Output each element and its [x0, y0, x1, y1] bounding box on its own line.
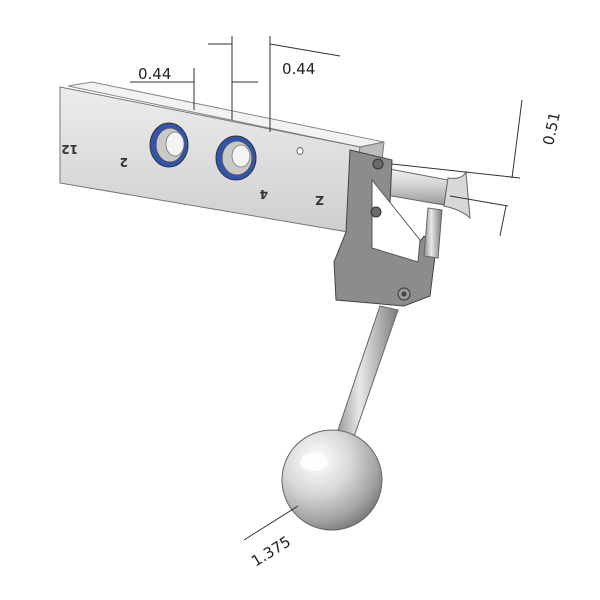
dimension-label-left-spacing: 0.44: [138, 65, 171, 83]
stamp-z: Z: [315, 193, 324, 207]
dimension-label-right-spacing: 0.44: [282, 60, 315, 78]
dimension-ball-diameter: [243, 505, 299, 541]
guide-pin: [423, 207, 443, 259]
dimension-height: [391, 99, 523, 237]
dimension-right-spacing: [208, 36, 341, 132]
dimension-label-ball-diameter: 1.375: [248, 532, 294, 570]
bushing-left: [149, 122, 189, 168]
stamp-2: 2: [120, 155, 128, 169]
bushing-right: [215, 135, 257, 181]
dimension-label-height: 0.51: [539, 110, 564, 146]
stamp-12: 12: [61, 142, 78, 156]
stamp-4: 4: [260, 187, 268, 201]
handle-rod: [333, 305, 399, 449]
small-hole: [296, 147, 304, 155]
c-clamp: [333, 149, 437, 307]
handle-ball: [281, 429, 383, 531]
contact-pin: [379, 167, 471, 220]
